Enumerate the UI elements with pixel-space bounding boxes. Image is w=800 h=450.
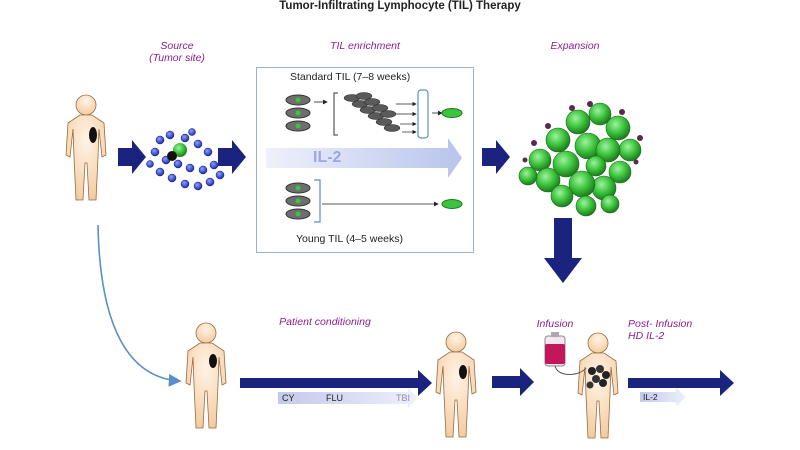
arrow-enrichment-to-expansion (482, 140, 510, 174)
cy-label: CY (282, 393, 295, 403)
post-infusion-label: Post- Infusion HD IL-2 (628, 318, 708, 342)
bypass-arrow (97, 224, 182, 387)
arrow-expansion-down (544, 218, 582, 283)
standard-til-flask-icon (441, 108, 463, 118)
conditioning-band (278, 388, 418, 408)
arrow-post-infusion (628, 370, 734, 396)
post-infusion-line2: HD IL-2 (628, 330, 665, 342)
source-label-line2: (Tumor site) (149, 52, 205, 64)
young-til-label: Young TIL (4–5 weeks) (296, 233, 404, 245)
expanded-cell-cluster-icon (518, 101, 643, 217)
patient-figure-3 (435, 331, 477, 438)
young-til-flask-icon (441, 199, 463, 209)
il2-small-label: IL-2 (643, 392, 658, 402)
source-label: Source (Tumor site) (142, 40, 212, 64)
expansion-label: Expansion (550, 40, 600, 52)
diagram-title: Tumor-Infiltrating Lymphocyte (TIL) Ther… (279, 0, 521, 12)
arrow-conditioning (240, 370, 432, 396)
source-label-line1: Source (160, 40, 194, 52)
patient-conditioning-label: Patient conditioning (279, 316, 371, 328)
young-til-dishes (285, 182, 311, 220)
standard-til-label: Standard TIL (7–8 weeks) (290, 71, 411, 83)
standard-til-wells (343, 92, 401, 132)
il2-band-label: IL-2 (313, 149, 342, 166)
arrow-to-infusion (492, 368, 534, 396)
infused-cells-icon (586, 365, 610, 389)
patient-figure-1 (65, 94, 107, 201)
arrow-sample-to-enrichment (218, 140, 246, 174)
infusion-label: Infusion (536, 318, 574, 330)
tbi-label: TBI (396, 393, 411, 403)
patient-figure-4 (577, 332, 619, 439)
post-il2-band (640, 388, 686, 406)
tumor-sample-icon (146, 128, 225, 191)
arrow-source-to-sample (118, 140, 146, 174)
post-infusion-line1: Post- Infusion (628, 318, 693, 330)
patient-figure-2 (185, 322, 227, 429)
til-enrichment-label: TIL enrichment (330, 40, 400, 52)
selection-bracket (417, 89, 429, 139)
il2-band-arrow (266, 138, 462, 178)
standard-til-dishes (285, 94, 311, 132)
infusion-bag-icon (544, 332, 587, 375)
flu-label: FLU (326, 393, 344, 403)
navy-arrows (118, 140, 734, 396)
